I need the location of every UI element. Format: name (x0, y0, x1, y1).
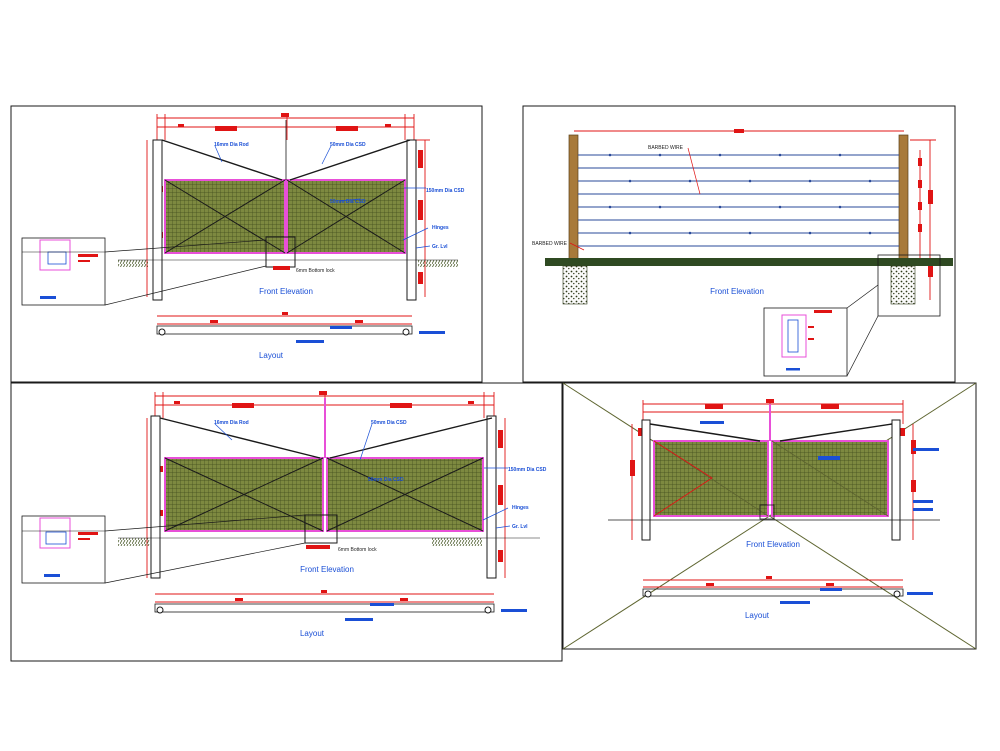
ground-right (432, 538, 482, 546)
barbed-wires (578, 154, 899, 247)
panel-frame (562, 382, 977, 650)
post-footing-right (890, 265, 916, 305)
callout-bottom-lock: 6mm Bottom lock (296, 268, 335, 274)
layout-plan (642, 576, 933, 604)
caption-layout: Layout (300, 629, 325, 638)
dimension-tick (734, 129, 744, 133)
gate-posts (641, 419, 901, 541)
callout-pipe-top: 50mm Dia CSD (371, 420, 407, 426)
ground-vegetation (545, 258, 953, 266)
bottom-lock-box (304, 514, 338, 544)
gate-leaves (649, 404, 893, 520)
panel-bottom-right: Front Elevation Layout (562, 382, 977, 650)
caption-layout: Layout (259, 351, 284, 360)
caption-front-elevation: Front Elevation (746, 540, 800, 549)
layout-plan (154, 590, 527, 621)
gate-posts (152, 139, 417, 301)
ground-right (418, 260, 458, 267)
post-footing-left (562, 265, 588, 305)
callout-leaders (214, 423, 511, 529)
detail-callout-box (877, 254, 941, 317)
panel-frame (10, 382, 563, 662)
callout-ground: Gr. Lvl (512, 524, 528, 530)
label-barbed-wire-left: BARBED WIRE (532, 241, 568, 247)
bottom-lock-tag (273, 266, 290, 270)
layout-plan (156, 312, 445, 343)
callout-rod: 16mm Dia Rod (214, 420, 249, 426)
caption-front-elevation: Front Elevation (300, 565, 354, 574)
callout-tags (700, 421, 939, 511)
callout-leaders (214, 145, 431, 249)
gate-posts (150, 415, 497, 579)
dimension-ticks (630, 399, 916, 492)
callout-ground: Gr. Lvl (432, 244, 448, 250)
pattern-diagonal-2 (562, 382, 977, 650)
ground-left (118, 260, 148, 267)
callout-pipe-side: 150mm Dia CSD (426, 188, 465, 194)
panel-frame (522, 105, 956, 383)
panel-bottom-left: 16mm Dia Rod 50mm Dia CSD 50mm Dia CSD 1… (10, 382, 563, 662)
callout-hinge: Hinges (512, 505, 529, 511)
callout-hinge: Hinges (432, 225, 449, 231)
callout-pipe-top: 50mm Dia CSD (330, 142, 366, 148)
label-barbed-wire-top: BARBED WIRE (648, 145, 684, 151)
panel-frame (10, 105, 483, 383)
callout-pipe-side: 150mm Dia CSD (508, 467, 547, 473)
ground-left (118, 538, 150, 546)
dimension-right-ticks (918, 158, 933, 277)
fence-posts (568, 134, 909, 304)
gate-leaves (161, 120, 411, 254)
detail-inset (763, 284, 879, 377)
panel-top-left: 16mm Dia Rod 50mm Dia CSD 50mm Dia CSD 1… (10, 105, 483, 383)
barbed-wire-leaders (569, 147, 701, 251)
callout-pipe-mid: 50mm Dia CSD (368, 477, 404, 483)
barbs (608, 153, 872, 235)
caption-front-elevation: Front Elevation (710, 287, 764, 296)
panel-top-right: BARBED WIRE BARBED WIRE Front Elevation (522, 105, 956, 383)
callout-pipe-mid: 50mm Dia CSD (330, 199, 366, 205)
callout-bottom-lock: 6mm Bottom lock (338, 547, 377, 553)
callout-rod: 16mm Dia Rod (214, 142, 249, 148)
dimension-lines-top (146, 114, 430, 297)
caption-front-elevation: Front Elevation (259, 287, 313, 296)
detail-inset (21, 237, 267, 306)
gate-leaves (159, 398, 493, 532)
detail-inset (21, 514, 306, 584)
caption-layout: Layout (745, 611, 770, 620)
